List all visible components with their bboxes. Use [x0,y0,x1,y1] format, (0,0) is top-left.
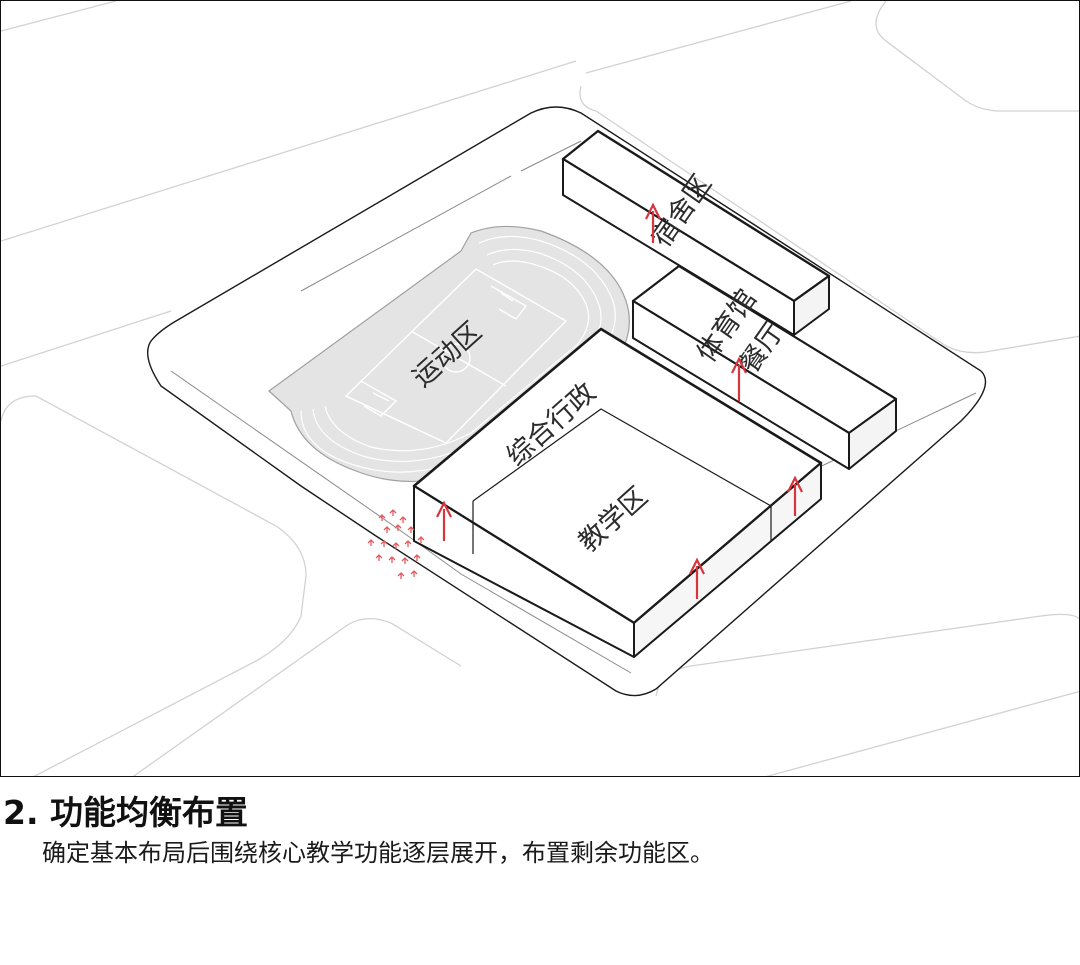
arrow-teaching-east [787,475,803,516]
arrow-dorm [645,202,661,243]
arrow-teaching-west [436,500,452,541]
dorm-building [561,129,831,336]
arrow-teaching-south [689,557,705,599]
pedestrian-flow [367,509,425,579]
caption-title: 2. 功能均衡布置 [3,793,248,832]
arrow-gym [731,356,747,401]
teaching-building [412,327,823,658]
axonometric-drawing: 运动区 宿舍区 体育馆 餐厅 综合行政 教学区 [1,1,1079,776]
site-diagram: 运动区 宿舍区 体育馆 餐厅 综合行政 教学区 [0,0,1080,777]
caption-body: 确定基本布局后围绕核心教学功能逐层展开，布置剩余功能区。 [42,839,714,867]
circulation-arrows [436,202,803,599]
gym-dining-building [631,264,898,470]
